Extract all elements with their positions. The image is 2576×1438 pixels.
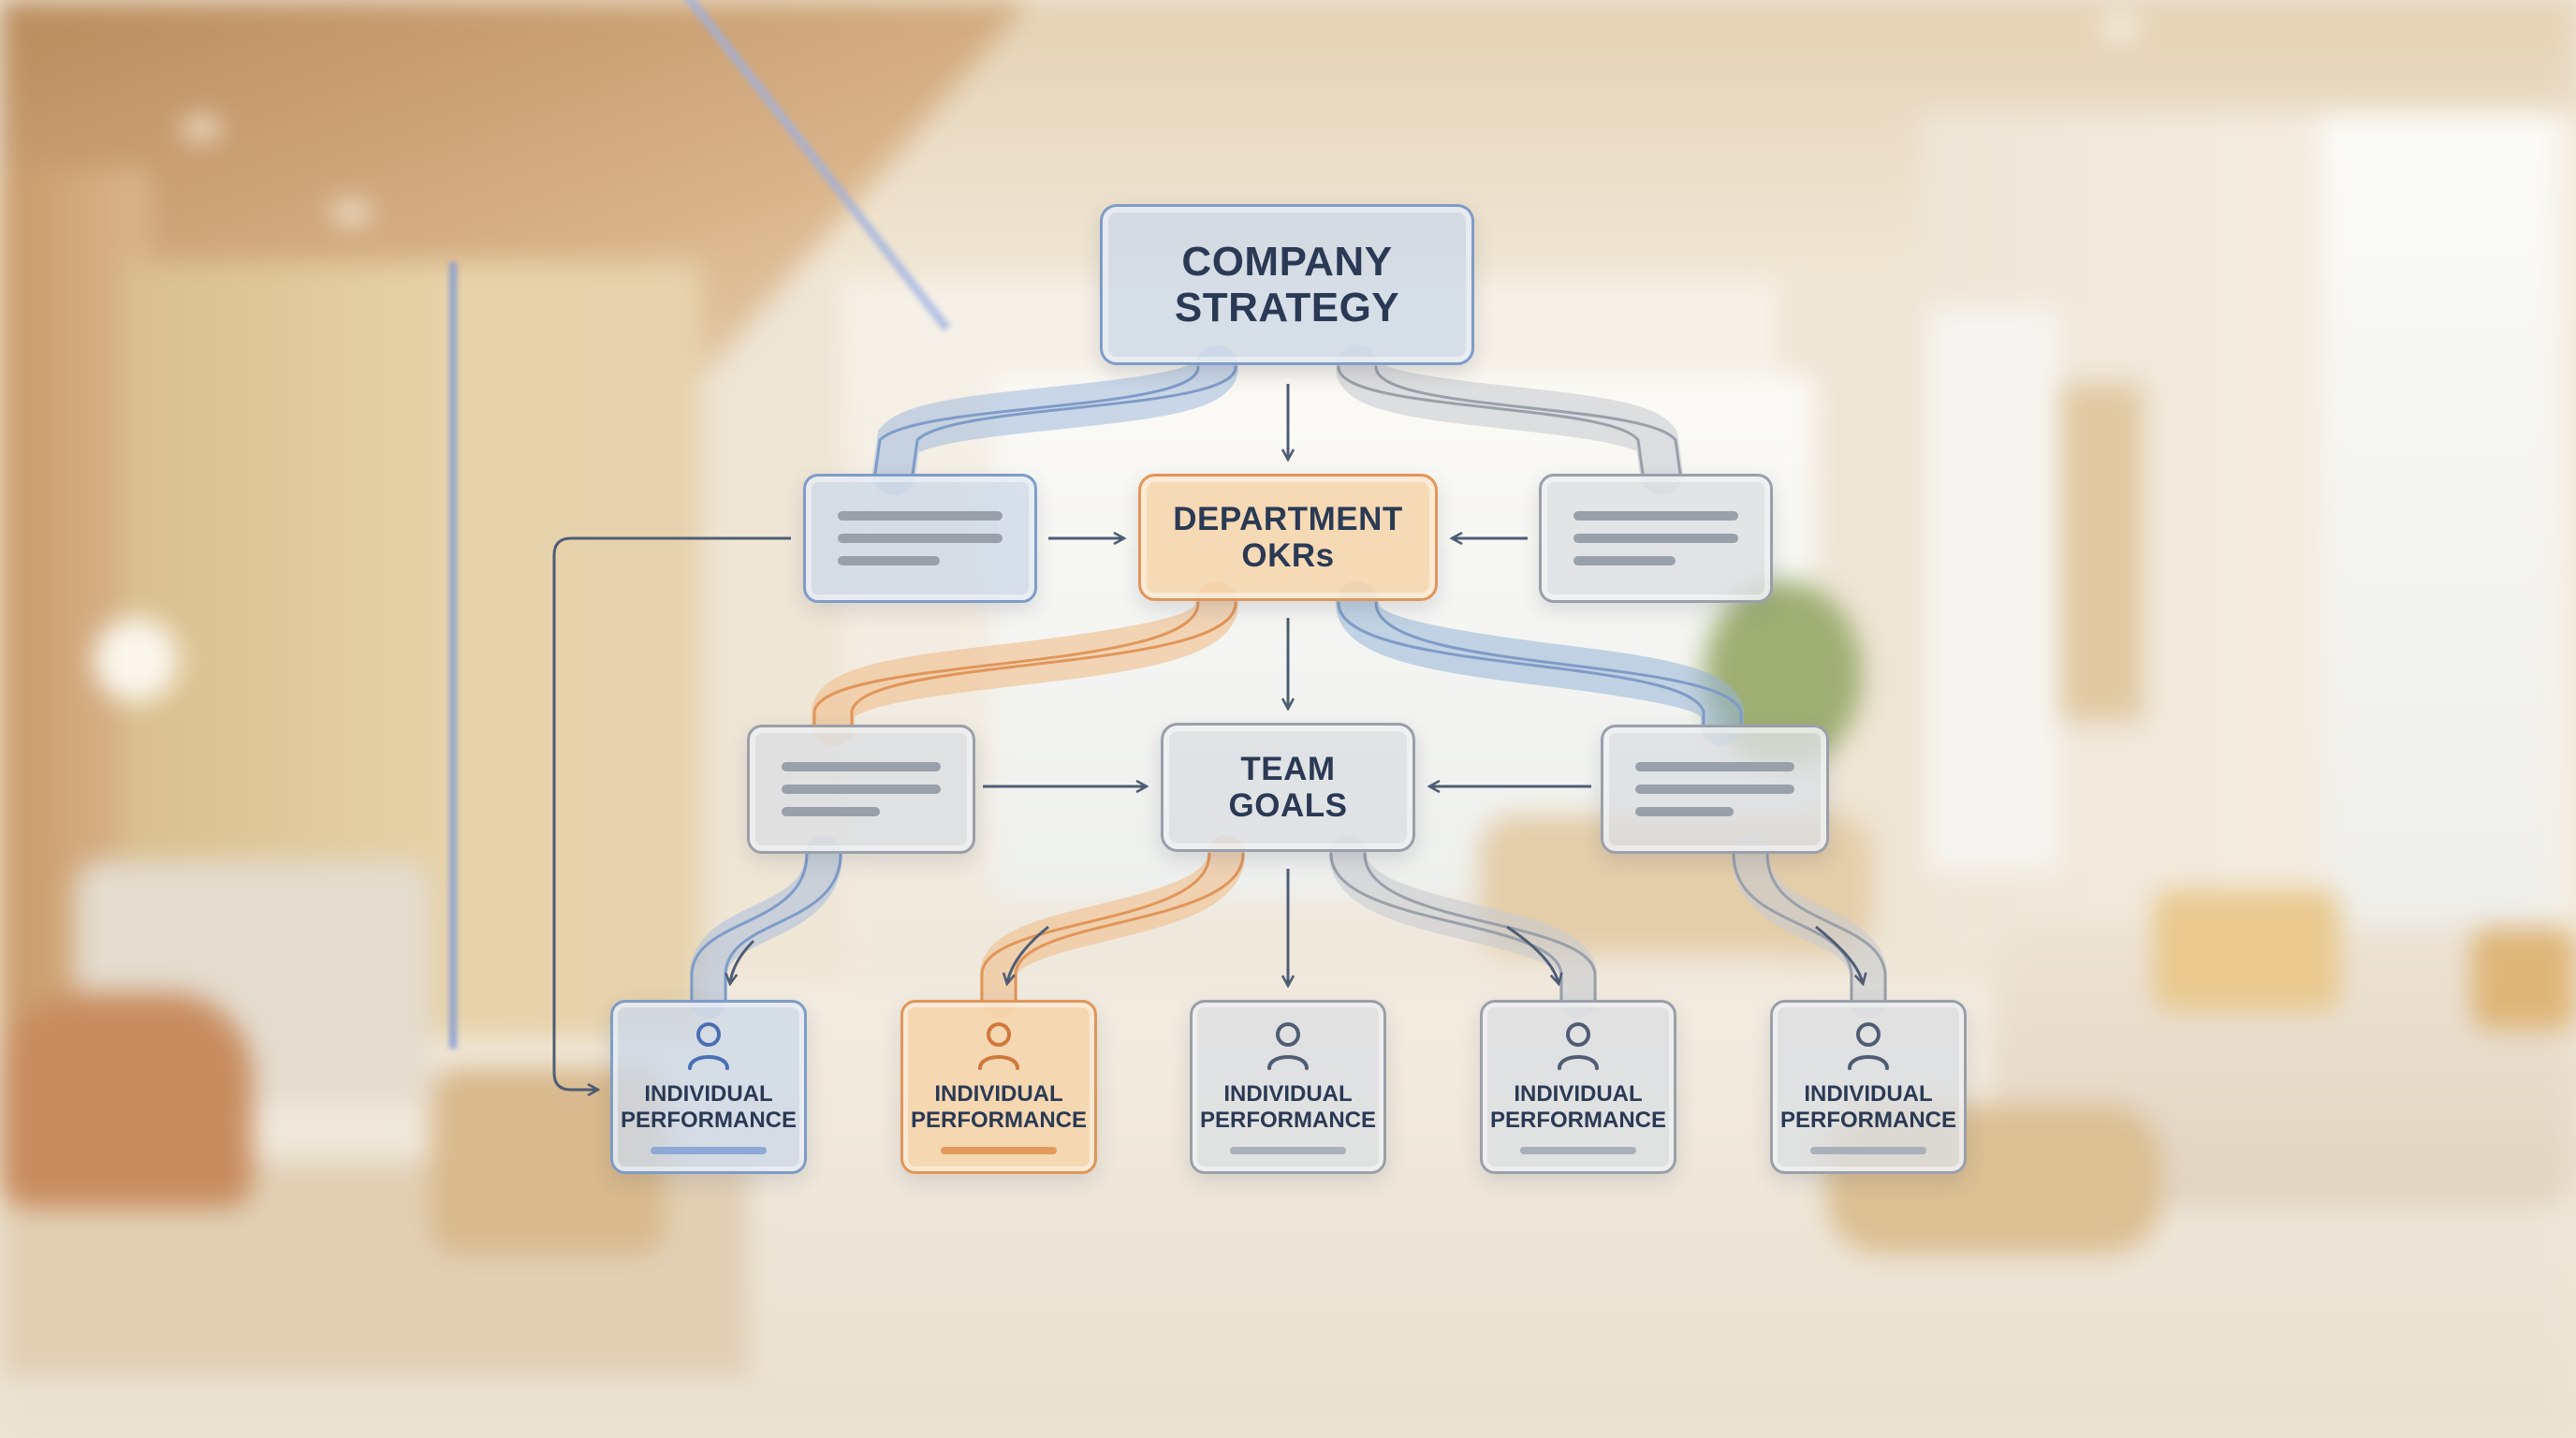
progress-bar bbox=[1520, 1146, 1636, 1154]
wall-accent-line bbox=[449, 262, 457, 1049]
text-placeholder-line bbox=[838, 511, 1003, 521]
team-goals-node: TEAM GOALS bbox=[1161, 723, 1415, 852]
individual-performance-card-4: INDIVIDUAL PERFORMANCE bbox=[1480, 1000, 1676, 1174]
company-strategy-line2: STRATEGY bbox=[1174, 285, 1400, 330]
progress-bar bbox=[651, 1146, 767, 1154]
text-placeholder-line bbox=[838, 534, 1003, 543]
department-side-card-left bbox=[803, 474, 1037, 603]
ribbon-arrows bbox=[730, 925, 1863, 983]
department-okrs-label: DEPARTMENT OKRs bbox=[1173, 501, 1402, 574]
progress-bar bbox=[941, 1146, 1057, 1154]
ribbon-company-to-dept-right bbox=[1336, 345, 1683, 495]
person-icon bbox=[688, 1022, 729, 1070]
individual-line2: PERFORMANCE bbox=[1199, 1107, 1376, 1133]
department-side-card-right bbox=[1539, 474, 1773, 603]
individual-performance-label: INDIVIDUAL PERFORMANCE bbox=[1200, 1081, 1376, 1134]
individual-performance-label: INDIVIDUAL PERFORMANCE bbox=[621, 1081, 797, 1134]
ribbon-team-right-to-person-5 bbox=[1732, 835, 1887, 1019]
individual-performance-card-2: INDIVIDUAL PERFORMANCE bbox=[900, 1000, 1097, 1174]
progress-bar bbox=[1810, 1146, 1926, 1154]
text-placeholder-line bbox=[782, 807, 881, 816]
team-goals-line2: GOALS bbox=[1228, 787, 1348, 824]
individual-line2: PERFORMANCE bbox=[1779, 1107, 1956, 1133]
individual-performance-label: INDIVIDUAL PERFORMANCE bbox=[1780, 1081, 1956, 1134]
text-placeholder-line bbox=[1573, 511, 1738, 521]
text-placeholder-line bbox=[782, 785, 941, 794]
text-placeholder-line bbox=[782, 762, 941, 771]
person-icon bbox=[978, 1022, 1019, 1070]
ribbon-team-to-person-4 bbox=[1329, 835, 1597, 1019]
text-placeholder-line bbox=[1573, 534, 1738, 543]
company-strategy-node: COMPANY STRATEGY bbox=[1100, 204, 1474, 365]
text-placeholder-line bbox=[838, 556, 941, 565]
team-goals-line1: TEAM bbox=[1240, 750, 1336, 787]
individual-line2: PERFORMANCE bbox=[910, 1107, 1087, 1133]
individual-line2: PERFORMANCE bbox=[620, 1107, 797, 1133]
ribbon-dept-to-team-left bbox=[812, 581, 1238, 746]
individual-line1: INDIVIDUAL bbox=[1223, 1081, 1353, 1107]
ribbon-company-to-dept-left bbox=[872, 345, 1238, 495]
individual-line2: PERFORMANCE bbox=[1489, 1107, 1666, 1133]
text-placeholder-line bbox=[1635, 807, 1734, 816]
ribbon-dept-to-team-right bbox=[1336, 581, 1744, 746]
person-icon bbox=[1848, 1022, 1889, 1070]
individual-performance-card-1: INDIVIDUAL PERFORMANCE bbox=[610, 1000, 807, 1174]
individual-line1: INDIVIDUAL bbox=[1514, 1081, 1643, 1107]
ribbon-team-left-to-person-1 bbox=[690, 835, 842, 1019]
individual-performance-label: INDIVIDUAL PERFORMANCE bbox=[911, 1081, 1087, 1134]
team-side-card-right bbox=[1601, 725, 1829, 854]
progress-bar bbox=[1230, 1146, 1346, 1154]
person-icon bbox=[1267, 1022, 1309, 1070]
flow-arrows bbox=[552, 384, 1591, 1090]
individual-performance-label: INDIVIDUAL PERFORMANCE bbox=[1490, 1081, 1666, 1134]
team-goals-label: TEAM GOALS bbox=[1229, 751, 1348, 824]
department-okrs-line2: OKRs bbox=[1241, 537, 1335, 574]
company-strategy-label: COMPANY STRATEGY bbox=[1175, 239, 1399, 331]
department-okrs-line1: DEPARTMENT bbox=[1173, 500, 1403, 537]
individual-performance-card-5: INDIVIDUAL PERFORMANCE bbox=[1770, 1000, 1967, 1174]
individual-line1: INDIVIDUAL bbox=[934, 1081, 1063, 1107]
text-placeholder-line bbox=[1635, 785, 1794, 794]
text-placeholder-line bbox=[1635, 762, 1794, 771]
individual-line1: INDIVIDUAL bbox=[644, 1081, 773, 1107]
ribbon-team-to-person-2 bbox=[980, 835, 1245, 1019]
individual-performance-card-3: INDIVIDUAL PERFORMANCE bbox=[1190, 1000, 1386, 1174]
team-side-card-left bbox=[747, 725, 975, 854]
department-okrs-node: DEPARTMENT OKRs bbox=[1138, 474, 1438, 601]
individual-line1: INDIVIDUAL bbox=[1804, 1081, 1933, 1107]
company-strategy-line1: COMPANY bbox=[1181, 238, 1393, 285]
text-placeholder-line bbox=[1573, 556, 1676, 565]
person-icon bbox=[1558, 1022, 1599, 1070]
